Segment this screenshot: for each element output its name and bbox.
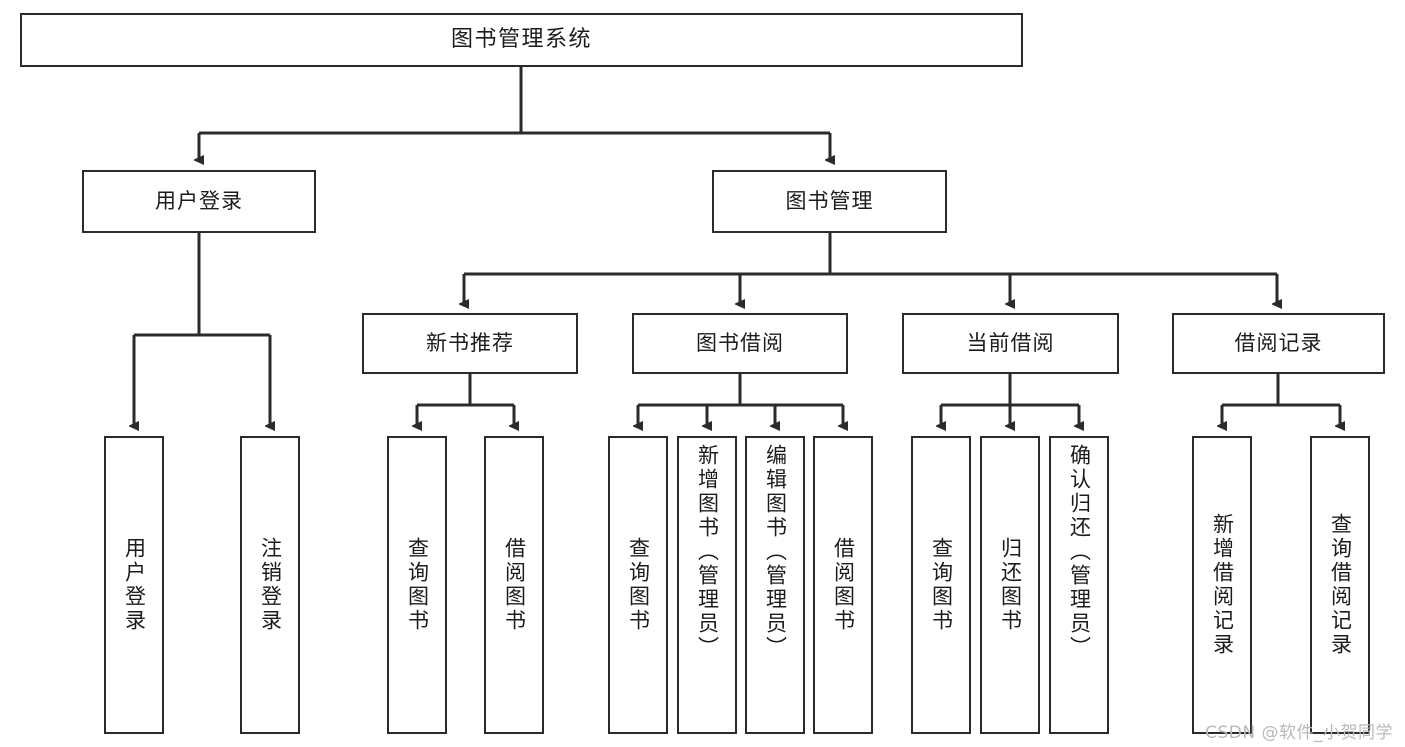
node-label: 归还图书 <box>998 537 1023 633</box>
node-label: 图书管理 <box>785 189 874 214</box>
node-label: 注销登录 <box>258 537 283 633</box>
node-book-borrow[interactable]: 图书借阅 <box>632 313 848 374</box>
node-label: 当前借阅 <box>966 331 1055 356</box>
node-user-login[interactable]: 用户登录 <box>82 170 316 233</box>
leaf-record-add-borrow-record[interactable]: 新增借阅记录 <box>1192 436 1252 734</box>
node-label: 查询图书 <box>929 537 954 633</box>
leaf-current-return-book[interactable]: 归还图书 <box>980 436 1040 734</box>
leaf-recommend-borrow-book[interactable]: 借阅图书 <box>484 436 544 734</box>
leaf-current-query-book[interactable]: 查询图书 <box>911 436 971 734</box>
node-borrow-record[interactable]: 借阅记录 <box>1172 313 1385 374</box>
node-label: 用户登录 <box>155 189 243 214</box>
node-book-management[interactable]: 图书管理 <box>712 170 947 233</box>
leaf-record-query-borrow-record[interactable]: 查询借阅记录 <box>1310 436 1370 734</box>
leaf-borrow-borrow-book[interactable]: 借阅图书 <box>813 436 873 734</box>
node-label: 借阅图书 <box>831 537 856 633</box>
leaf-borrow-add-book-admin[interactable]: 新增图书（管理员） <box>677 436 737 734</box>
node-label: 用户登录 <box>122 537 147 633</box>
node-label: 确认归还（管理员） <box>1067 444 1092 660</box>
leaf-borrow-edit-book-admin[interactable]: 编辑图书（管理员） <box>745 436 805 734</box>
node-label: 新增图书（管理员） <box>695 444 720 660</box>
leaf-borrow-query-book[interactable]: 查询图书 <box>608 436 668 734</box>
node-label: 编辑图书（管理员） <box>763 444 788 660</box>
node-label: 图书借阅 <box>696 331 784 356</box>
node-root-system[interactable]: 图书管理系统 <box>20 13 1023 67</box>
node-label: 新书推荐 <box>426 331 514 356</box>
node-label: 查询借阅记录 <box>1328 513 1353 657</box>
node-label: 查询图书 <box>405 537 430 633</box>
node-current-borrow[interactable]: 当前借阅 <box>902 313 1119 374</box>
leaf-user-login[interactable]: 用户登录 <box>104 436 164 734</box>
csdn-watermark: CSDN @软件_小贺同学 <box>1205 723 1393 743</box>
node-label: 借阅记录 <box>1234 331 1323 356</box>
node-label: 查询图书 <box>626 537 651 633</box>
leaf-current-confirm-return-admin[interactable]: 确认归还（管理员） <box>1049 436 1109 734</box>
node-label: 借阅图书 <box>502 537 527 633</box>
node-new-book-recommend[interactable]: 新书推荐 <box>362 313 578 374</box>
node-label: 新增借阅记录 <box>1210 513 1235 657</box>
leaf-recommend-query-book[interactable]: 查询图书 <box>387 436 447 734</box>
leaf-user-logout[interactable]: 注销登录 <box>240 436 300 734</box>
node-label: 图书管理系统 <box>450 27 592 53</box>
